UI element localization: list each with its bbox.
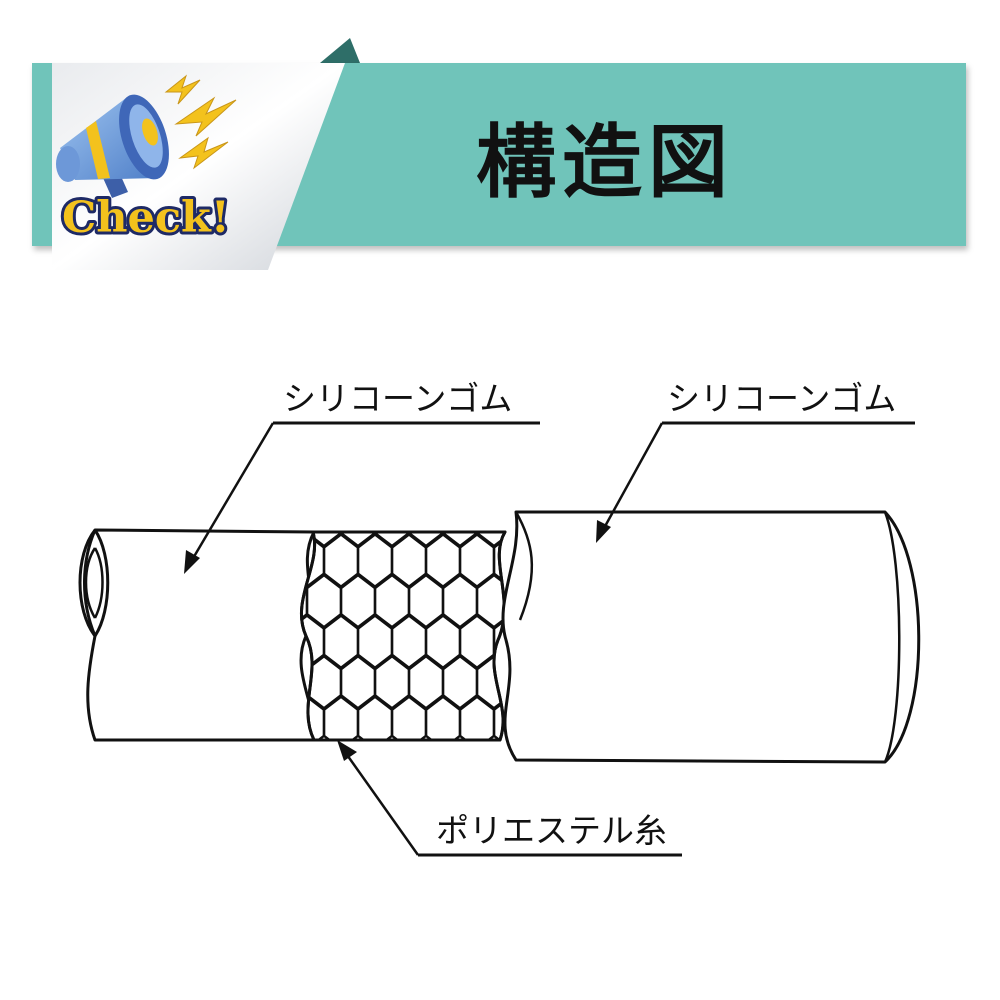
lightning-icon	[164, 74, 237, 170]
braid-cell	[475, 655, 505, 710]
braid-cell	[475, 532, 505, 548]
braid-cell	[492, 533, 505, 588]
braid-cell	[441, 532, 479, 548]
hose-drawing	[78, 510, 921, 764]
label-outer-layer-left: シリコーンゴム	[283, 379, 512, 418]
megaphone-icon	[56, 94, 169, 198]
braid-cell	[339, 532, 377, 548]
banner-fold-top	[320, 38, 360, 63]
label-outer-layer-right: シリコーンゴム	[667, 379, 896, 418]
polyester-braid-section	[300, 530, 507, 742]
page-title: 構造図	[476, 116, 734, 209]
outer-cover-section	[501, 510, 921, 764]
braid-cell	[492, 614, 505, 669]
callout-outer-layer-right: シリコーンゴム	[596, 379, 915, 543]
braid-cell	[407, 532, 445, 548]
braid-cell	[492, 695, 505, 740]
braid-cell	[305, 532, 343, 548]
inner-tube-section	[78, 528, 316, 742]
check-badge-text: Check!	[62, 193, 230, 243]
callout-reinforcement: ポリエステル糸	[337, 740, 682, 857]
braid-cell	[475, 573, 505, 629]
callout-outer-layer-left: シリコーンゴム	[184, 379, 540, 574]
label-reinforcement: ポリエステル糸	[436, 811, 667, 850]
braid-cell	[373, 532, 411, 548]
